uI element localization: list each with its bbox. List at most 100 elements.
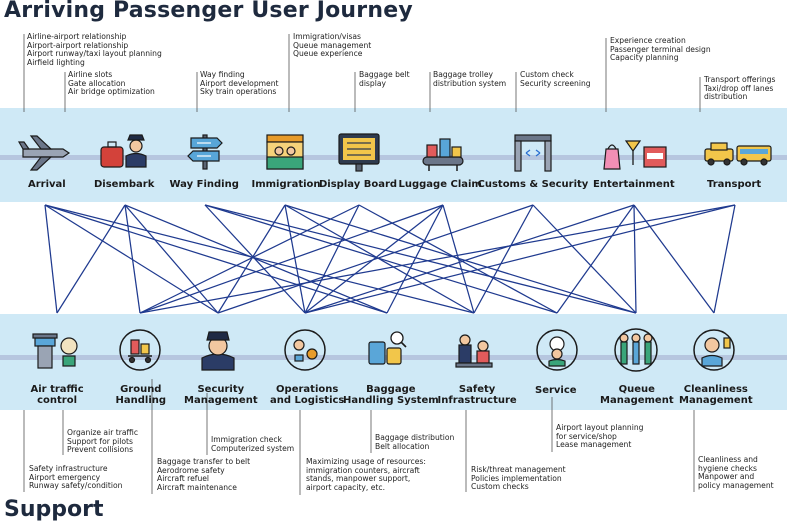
support-label-line: Handling System: [343, 395, 439, 406]
note-line: Airline-airport relationship: [27, 32, 127, 41]
safety-staff-icon: [455, 334, 493, 368]
note-line: Maximizing usage of resources:: [306, 457, 426, 466]
connection-line: [556, 204, 635, 314]
note-line: Aircraft refuel: [157, 474, 210, 484]
connection-line: [124, 204, 388, 314]
connection-line: [633, 204, 637, 314]
stage-label-customs-security: Customs & Security: [477, 179, 589, 190]
immigration-booth-icon: [266, 134, 304, 170]
note-line: Aircraft maintenance: [157, 482, 237, 492]
stage-label-display-board: Display Board: [319, 179, 398, 190]
note-line: Baggage distribution: [375, 433, 455, 442]
signpost-icon: [187, 134, 223, 170]
note-line: Gate allocation: [68, 78, 126, 88]
support-label-line: Baggage: [366, 384, 416, 395]
note-line: Support for pilots: [67, 436, 133, 446]
note-line: for service/shop: [556, 431, 617, 441]
taxi-bus-icon: [704, 142, 772, 166]
note-line: stands, manpower support,: [306, 474, 411, 484]
note-line: Baggage belt: [359, 70, 410, 79]
note-line: immigration counters, aircraft: [306, 465, 420, 475]
connection-line: [204, 204, 637, 314]
note-line: Baggage transfer to belt: [157, 457, 251, 466]
connection-line: [284, 204, 637, 314]
note-line: Queue management: [293, 40, 372, 50]
support-label-line: Safety: [458, 384, 496, 395]
connection-line: [633, 204, 715, 314]
connection-line: [44, 204, 388, 314]
support-label-line: Infrastructure: [437, 395, 517, 406]
note-line: Prevent collisions: [67, 445, 134, 455]
support-label-line: Service: [535, 385, 577, 396]
security-officer-icon: [201, 331, 235, 371]
connection-line: [44, 204, 58, 314]
note-line: Airfield lighting: [27, 57, 85, 67]
note-line: Air bridge optimization: [68, 87, 155, 97]
support-label-line: control: [37, 395, 78, 406]
connection-line: [442, 204, 475, 314]
connection-line: [217, 204, 286, 314]
support-label-line: Handling: [115, 395, 167, 406]
support-title: Support: [4, 497, 104, 522]
cleaner-icon: [693, 329, 735, 371]
stage-label-arrival: Arrival: [28, 179, 66, 190]
note-line: Policies implementation: [471, 473, 562, 483]
note-line: Queue experience: [293, 49, 363, 59]
support-label-line: and Logistics: [270, 395, 345, 406]
connection-line: [304, 204, 360, 314]
note-line: Airport-airport relationship: [27, 40, 129, 50]
note-line: Custom checks: [471, 482, 529, 492]
support-label-line: Air traffic: [30, 384, 84, 395]
note-line: Custom check: [520, 70, 574, 79]
connection-lines: [44, 204, 736, 314]
support-label-line: Queue: [618, 384, 655, 395]
operations-gear-icon: [284, 329, 326, 371]
support-label-line: Management: [184, 395, 258, 406]
journey-lane: [0, 155, 787, 160]
connection-line: [532, 204, 637, 314]
display-board-icon: [338, 133, 380, 172]
connection-line: [204, 204, 558, 314]
security-gate-icon: [514, 134, 552, 172]
stage-label-disembark: Disembark: [94, 179, 155, 190]
baggage-belt-icon: [422, 138, 464, 171]
support-label-line: Ground: [120, 384, 162, 395]
support-label-service: Service: [535, 385, 577, 396]
stage-label-transport: Transport: [707, 179, 762, 190]
control-tower-icon: [32, 333, 78, 369]
note-line: Organize air traffic: [67, 428, 139, 437]
connection-line: [473, 204, 534, 314]
note-line: Passenger terminal design: [610, 44, 711, 54]
note-line: Security screening: [520, 78, 591, 88]
shopping-cocktail-movie-icon: [603, 140, 667, 170]
note-line: display: [359, 78, 386, 88]
connection-line: [56, 204, 126, 314]
airplane-icon: [17, 135, 71, 171]
note-line: Baggage trolley: [433, 70, 494, 79]
connection-line: [139, 204, 360, 314]
note-line: Airline slots: [68, 70, 113, 79]
connection-line: [304, 204, 736, 314]
stage-label-way-finding: Way Finding: [169, 179, 239, 190]
connection-line: [139, 204, 444, 314]
